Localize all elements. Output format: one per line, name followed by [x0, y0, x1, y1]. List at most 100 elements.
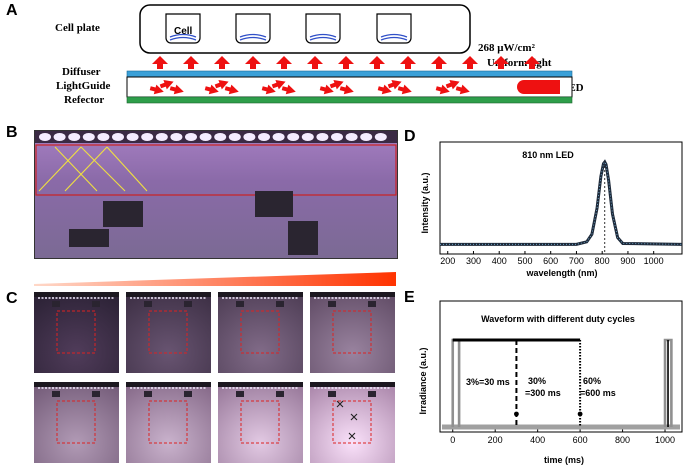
- up-arrow: [369, 56, 385, 69]
- led-dot: [228, 133, 241, 141]
- duty-3-label: 3%=30 ms: [466, 377, 510, 387]
- led-dot: [97, 133, 110, 141]
- measure-point-marker: [350, 413, 358, 421]
- measure-point-marker: [348, 432, 356, 440]
- ray-lines: [38, 146, 148, 192]
- photo-tile: [218, 382, 303, 463]
- led-dot: [141, 133, 154, 141]
- spectrum-series-highlight: [440, 161, 683, 245]
- led-dot: [243, 133, 256, 141]
- up-arrow: [462, 56, 478, 69]
- y-axis-label: Intensity (a.u.): [420, 172, 430, 233]
- guide-arrow: [377, 84, 392, 95]
- diffuser-label: Diffuser: [62, 66, 101, 78]
- x-tick-label: 0: [450, 435, 455, 445]
- photo-tile: [126, 382, 211, 463]
- lightguide-label: LightGuide: [56, 80, 111, 92]
- guide-arrow: [261, 84, 276, 95]
- guide-arrow: [435, 84, 450, 95]
- duty-30-label-line1: 30%: [528, 376, 546, 386]
- x-tick-label: 1000: [655, 435, 675, 445]
- guide-arrow: [169, 84, 184, 95]
- uniform-light-arrows: [152, 56, 540, 69]
- photo-tile: [126, 292, 211, 373]
- led-dot: [126, 133, 139, 141]
- x-axis-label: wavelength (nm): [525, 268, 597, 278]
- cell-layers: [169, 33, 408, 41]
- guide-arrow: [445, 79, 460, 90]
- cell-plate-label: Cell plate: [55, 22, 100, 34]
- photo-tile: [34, 292, 119, 373]
- guide-arrow: [455, 84, 470, 95]
- photo-tile: [310, 382, 395, 463]
- photo-tile: [34, 382, 119, 463]
- led-dot: [374, 133, 387, 141]
- led-row: [39, 133, 387, 141]
- led-dot: [53, 133, 66, 141]
- guide-arrow: [329, 79, 344, 90]
- x-tick-label: 200: [488, 435, 503, 445]
- up-arrow: [276, 56, 292, 69]
- panel-d-letter: D: [404, 128, 416, 145]
- led-dot: [331, 133, 343, 141]
- cell-label: Cell: [174, 26, 193, 37]
- up-arrow: [152, 56, 168, 69]
- guide-arrow: [271, 79, 286, 90]
- up-arrow: [431, 56, 447, 69]
- led-dot: [199, 133, 212, 141]
- guide-outline: [35, 144, 397, 196]
- led-dot: [82, 133, 95, 141]
- led-dot: [170, 133, 183, 141]
- duty-60-label-line2: =600 ms: [580, 388, 616, 398]
- led-dot: [301, 133, 314, 141]
- x-axis-label: time (ms): [544, 455, 584, 465]
- x-tick-label: 800: [615, 435, 630, 445]
- guide-arrow: [149, 84, 164, 95]
- led-dot: [258, 133, 270, 141]
- guided-light-arrows: [149, 79, 470, 95]
- up-arrow: [245, 56, 261, 69]
- guide-arrow: [224, 84, 239, 95]
- led-dot: [155, 133, 168, 141]
- led-dot: [185, 133, 197, 141]
- intensity-gradient-bar: [34, 272, 396, 286]
- spectrum-chart: Intensity (a.u.) wavelength (nm) 810 nm …: [420, 141, 683, 278]
- guide-arrow: [397, 84, 412, 95]
- guide-arrow: [214, 79, 229, 90]
- led-dot: [316, 133, 329, 141]
- panel-a-letter: A: [6, 2, 18, 19]
- waveform-chart: Irradiance (a.u.) time (ms) Waveform wit…: [418, 300, 683, 465]
- led-source: [517, 80, 560, 94]
- up-arrow: [338, 56, 354, 69]
- led-dot: [272, 133, 285, 141]
- up-arrow: [400, 56, 416, 69]
- led-dot: [360, 133, 373, 141]
- guide-arrow: [319, 84, 334, 95]
- fall-point-marker: [577, 411, 583, 417]
- reflector-layer: [126, 96, 573, 104]
- illumination-photo-grid: [34, 292, 395, 463]
- pulse-3pct: [451, 338, 461, 427]
- guide-arrow: [281, 84, 296, 95]
- led-dot: [214, 133, 227, 141]
- reflector-label: Refector: [64, 94, 105, 106]
- guide-arrow: [159, 79, 174, 90]
- up-arrow: [493, 56, 509, 69]
- x-tick-label: 500: [517, 256, 532, 266]
- led-dot: [345, 133, 358, 141]
- led-dot: [112, 133, 124, 141]
- y-axis-label: Irradiance (a.u.): [418, 347, 428, 414]
- x-tick-label: 400: [530, 435, 545, 445]
- plot-frame: [439, 300, 683, 433]
- x-tick-label: 700: [569, 256, 584, 266]
- diffuser-layer: [126, 70, 573, 78]
- duty-60-label-line1: 60%: [583, 376, 601, 386]
- plot-frame: [439, 141, 683, 255]
- guide-arrow: [204, 84, 219, 95]
- x-tick-label: 1000: [644, 256, 664, 266]
- up-arrow: [524, 56, 540, 69]
- panel-b-letter: B: [6, 124, 18, 141]
- spectrum-series-line: [440, 159, 683, 246]
- x-tick-label: 600: [543, 256, 558, 266]
- up-arrow: [183, 56, 199, 69]
